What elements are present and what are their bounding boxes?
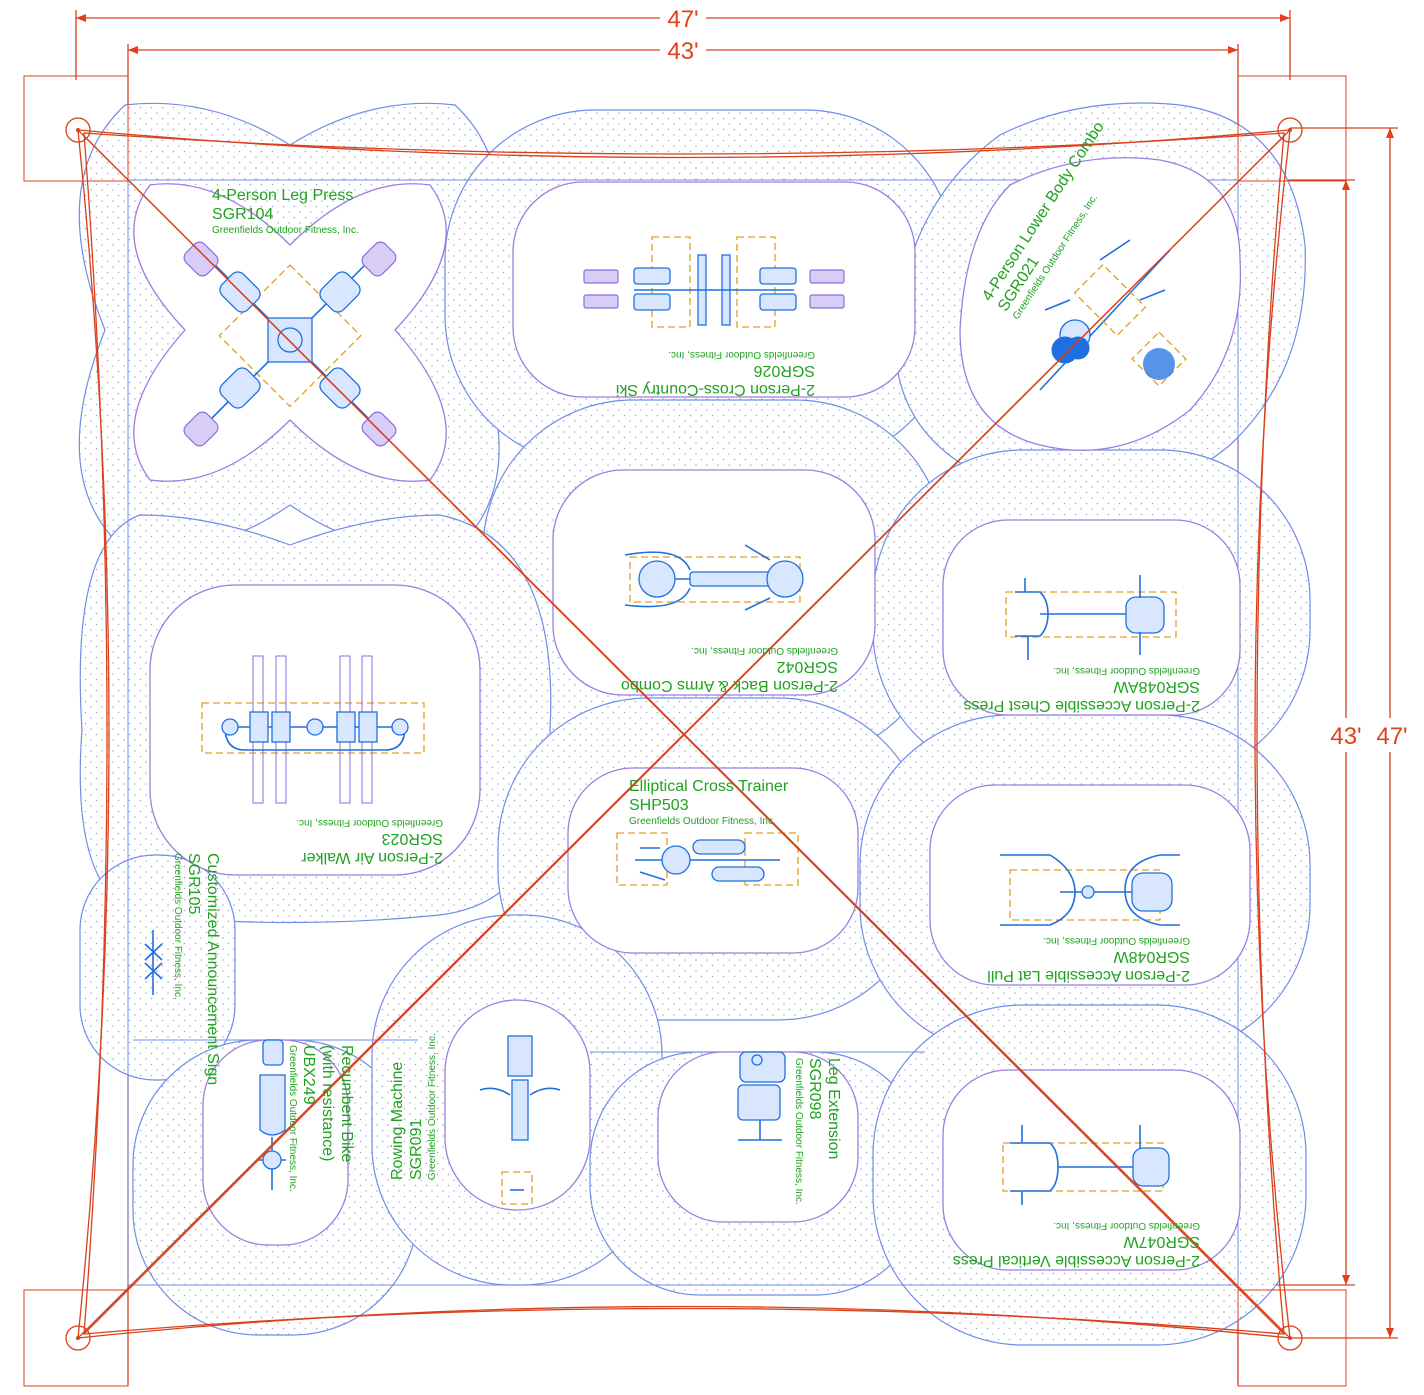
svg-text:4-Person Leg Press: 4-Person Leg Press: [212, 187, 353, 204]
svg-text:Greenfields Outdoor Fitness, I: Greenfields Outdoor Fitness, Inc.: [793, 1058, 804, 1205]
svg-text:SGR105: SGR105: [185, 853, 202, 914]
label-announcement-sign: Customized Announcement Sign SGR105 Gree…: [172, 853, 221, 1085]
svg-text:2-Person Accessible Lat Pull: 2-Person Accessible Lat Pull: [987, 967, 1190, 984]
shade-post-nw: [65, 117, 91, 143]
svg-text:SGR048AW: SGR048AW: [1113, 678, 1200, 695]
equipment-back-arms: [624, 544, 804, 611]
mat-lat-pull: [929, 784, 1251, 986]
svg-text:Leg Extension: Leg Extension: [825, 1058, 842, 1159]
label-recumbent-bike: Recumbent Bike (with resistance) UBX249 …: [287, 1045, 355, 1192]
svg-text:2-Person Accessible Vertical P: 2-Person Accessible Vertical Press: [953, 1252, 1200, 1269]
svg-text:Greenfields Outdoor Fitness, I: Greenfields Outdoor Fitness, Inc.: [172, 853, 183, 1000]
svg-text:Greenfields Outdoor Fitness, I: Greenfields Outdoor Fitness, Inc.: [1043, 935, 1190, 946]
shade-post-sw: [65, 1325, 91, 1351]
mat-chest-press: [942, 519, 1241, 716]
equipment-lat-pull: [1000, 854, 1180, 926]
svg-text:Greenfields Outdoor Fitness, I: Greenfields Outdoor Fitness, Inc.: [212, 225, 359, 236]
svg-text:Elliptical Cross Trainer: Elliptical Cross Trainer: [629, 778, 789, 795]
equipment-elliptical: [616, 832, 799, 886]
equipment-lower-body-combo: [1039, 239, 1187, 391]
svg-text:Greenfields Outdoor Fitness, I: Greenfields Outdoor Fitness, Inc.: [287, 1045, 298, 1192]
svg-text:SGR104: SGR104: [212, 206, 273, 223]
svg-text:Greenfields Outdoor Fitness, I: Greenfields Outdoor Fitness, Inc.: [629, 816, 776, 827]
dimension-top-inner: 43': [667, 38, 698, 65]
svg-text:2-Person Air Walker: 2-Person Air Walker: [301, 849, 443, 866]
svg-text:(with resistance): (with resistance): [319, 1045, 336, 1161]
label-leg-press: 4-Person Leg Press SGR104 Greenfields Ou…: [212, 187, 359, 236]
equipment-chest-press: [1005, 575, 1177, 660]
dimension-right-inner: 43': [1330, 723, 1361, 750]
mat-vertical-press: [942, 1069, 1241, 1271]
svg-text:Recumbent Bike: Recumbent Bike: [338, 1045, 355, 1162]
label-elliptical: Elliptical Cross Trainer SHP503 Greenfie…: [629, 778, 789, 827]
svg-text:Greenfields Outdoor Fitness, I: Greenfields Outdoor Fitness, Inc.: [296, 817, 443, 828]
equipment-rowing-machine: [479, 1035, 561, 1205]
svg-text:Greenfields Outdoor Fitness, I: Greenfields Outdoor Fitness, Inc.: [668, 349, 815, 360]
label-lat-pull: 2-Person Accessible Lat Pull SGR048W Gre…: [987, 935, 1190, 984]
label-air-walker: 2-Person Air Walker SGR023 Greenfields O…: [296, 817, 443, 866]
svg-text:SGR047W: SGR047W: [1123, 1233, 1200, 1250]
shade-post-ne: [1277, 117, 1303, 143]
svg-text:SGR026: SGR026: [754, 362, 815, 379]
equipment-announcement-sign: [144, 930, 163, 995]
svg-text:2-Person Cross-Country Ski: 2-Person Cross-Country Ski: [616, 381, 815, 398]
shade-post-se: [1277, 1325, 1303, 1351]
svg-text:SGR091: SGR091: [408, 1119, 425, 1180]
svg-text:UBX249: UBX249: [300, 1045, 317, 1105]
label-vertical-press: 2-Person Accessible Vertical Press SGR04…: [953, 1220, 1200, 1269]
dimension-top-outer: 47': [667, 6, 698, 33]
label-cross-country-ski: 2-Person Cross-Country Ski SGR026 Greenf…: [616, 349, 815, 398]
label-leg-extension: Leg Extension SGR098 Greenfields Outdoor…: [793, 1058, 842, 1205]
svg-text:Greenfields Outdoor Fitness, I: Greenfields Outdoor Fitness, Inc.: [427, 1033, 438, 1180]
equipment-leg-extension: [737, 1051, 786, 1141]
label-chest-press: 2-Person Accessible Chest Press SGR048AW…: [963, 665, 1200, 714]
svg-text:Greenfields Outdoor Fitness, I: Greenfields Outdoor Fitness, Inc.: [1053, 665, 1200, 676]
svg-text:SHP503: SHP503: [629, 797, 689, 814]
mat-lower-body-combo: [959, 157, 1242, 451]
label-rowing-machine: Rowing Machine SGR091 Greenfields Outdoo…: [389, 1033, 438, 1180]
dimension-right-outer: 47': [1376, 723, 1407, 750]
svg-text:2-Person Accessible Chest Pres: 2-Person Accessible Chest Press: [963, 697, 1200, 714]
svg-text:SGR098: SGR098: [806, 1058, 823, 1119]
equipment-air-walker: [201, 655, 425, 804]
label-back-arms: 2-Person Back & Arms Combo SGR042 Greenf…: [621, 645, 838, 694]
equipment-cross-country-ski: [583, 236, 845, 328]
svg-text:2-Person Back & Arms Combo: 2-Person Back & Arms Combo: [621, 677, 838, 694]
svg-text:Greenfields Outdoor Fitness, I: Greenfields Outdoor Fitness, Inc.: [1053, 1220, 1200, 1231]
equipment-leg-press: [183, 241, 397, 447]
equipment-vertical-press: [1002, 1125, 1170, 1205]
svg-text:Greenfields Outdoor Fitness, I: Greenfields Outdoor Fitness, Inc.: [691, 645, 838, 656]
svg-text:Rowing Machine: Rowing Machine: [389, 1062, 406, 1180]
svg-text:SGR042: SGR042: [777, 658, 838, 675]
svg-text:SGR048W: SGR048W: [1113, 948, 1190, 965]
svg-text:SGR023: SGR023: [382, 830, 443, 847]
svg-text:Customized Announcement Sign: Customized Announcement Sign: [204, 853, 221, 1085]
